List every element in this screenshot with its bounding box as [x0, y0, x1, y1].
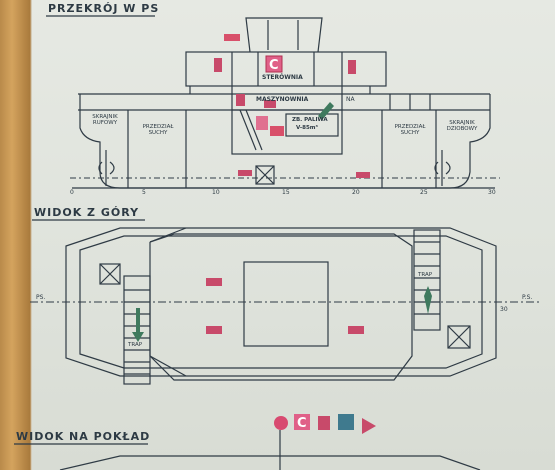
- label-fuel-volume: V-85m³: [296, 125, 318, 131]
- label-trap-right: TRAP: [418, 272, 433, 278]
- label-na: NA: [346, 96, 355, 103]
- top-scale-30: 30: [500, 306, 508, 313]
- label-ps-left: PS.: [36, 294, 46, 301]
- symbol-c: C: [269, 58, 279, 73]
- scale-5: 5: [142, 189, 146, 196]
- section-title: PRZEKRÓJ W PS: [48, 2, 160, 15]
- scale-25: 25: [420, 189, 428, 196]
- svg-text:C: C: [297, 416, 307, 431]
- label-sterownia: STERÓWNIA: [262, 74, 303, 81]
- scale-20: 20: [352, 189, 360, 196]
- top-view-title: WIDOK Z GÓRY: [34, 206, 140, 219]
- deck-view-title: WIDOK NA POKŁAD: [16, 430, 151, 443]
- label-ps-right: P.S.: [522, 294, 533, 301]
- label-fuel-tank: ZB. PALIWA: [292, 117, 328, 123]
- scale-0: 0: [70, 189, 74, 196]
- label-trap-left: TRAP: [128, 342, 143, 348]
- scale-30: 30: [488, 189, 496, 196]
- label-maszynownia: MASZYNOWNIA: [256, 96, 309, 103]
- scale-10: 10: [212, 189, 220, 196]
- scale-15: 15: [282, 189, 290, 196]
